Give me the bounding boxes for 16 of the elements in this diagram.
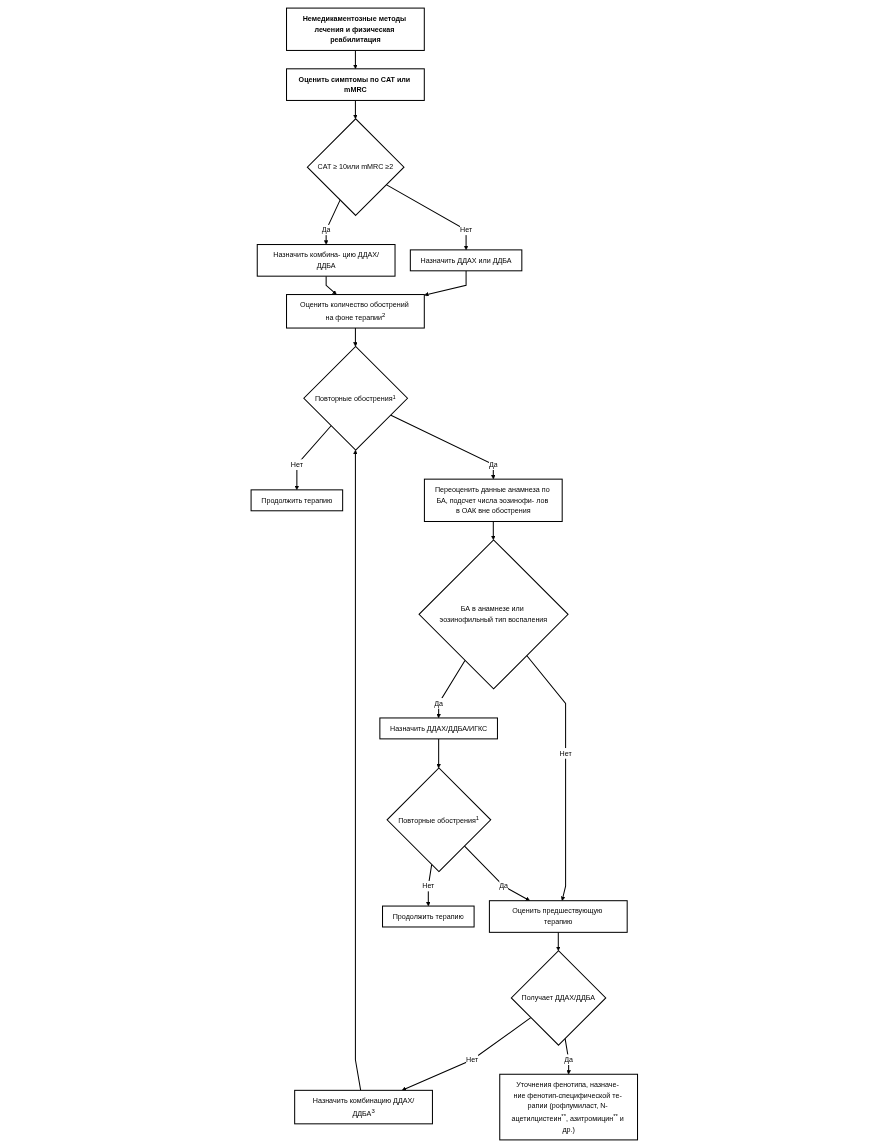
arrow	[436, 738, 441, 769]
arrow	[325, 275, 337, 295]
arrow	[352, 449, 361, 1091]
arrow	[385, 184, 468, 251]
arrow	[490, 521, 496, 541]
arrow	[401, 1017, 531, 1091]
arrow	[294, 425, 332, 491]
arrow	[389, 414, 496, 480]
arrow	[525, 655, 566, 901]
arrow	[352, 99, 358, 120]
arrow	[436, 660, 466, 719]
arrow	[463, 845, 530, 901]
arrow	[555, 931, 561, 951]
arrow	[352, 327, 358, 347]
arrow	[423, 270, 467, 297]
arrow	[352, 49, 358, 69]
